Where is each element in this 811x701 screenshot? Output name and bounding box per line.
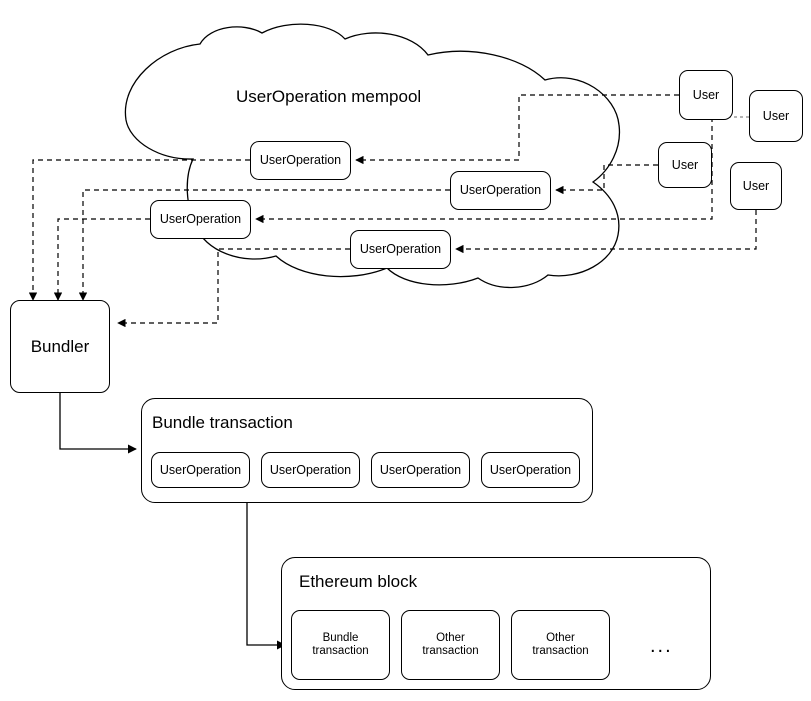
user-node-2-label: User [762, 108, 790, 123]
bundler-node[interactable]: Bundler [10, 300, 110, 393]
link-user4-to-userop4 [455, 210, 757, 254]
mempool-userop-1[interactable]: UserOperation [250, 141, 351, 180]
user-node-2[interactable]: User [749, 90, 803, 142]
user-node-3-label: User [671, 157, 699, 172]
block-tx-bundle[interactable]: Bundle transaction [291, 610, 390, 680]
block-tx-other-1-line2: transaction [422, 645, 479, 657]
bundle-userop-1[interactable]: UserOperation [151, 452, 250, 488]
bundle-userop-4[interactable]: UserOperation [481, 452, 580, 488]
bundle-userop-2-label: UserOperation [269, 462, 352, 477]
mempool-userop-3-label: UserOperation [159, 212, 242, 227]
user-node-1[interactable]: User [679, 70, 733, 120]
ethereum-block-title: Ethereum block [299, 572, 418, 591]
link-user3-to-userop2 [555, 164, 658, 195]
link-bundler-to-bundle-transaction [59, 393, 137, 454]
block-tx-bundle-line2: transaction [312, 645, 369, 657]
bundle-userop-2[interactable]: UserOperation [261, 452, 360, 488]
block-tx-other-1[interactable]: Other transaction [401, 610, 500, 680]
bundle-userop-3-label: UserOperation [379, 462, 462, 477]
user-node-3[interactable]: User [658, 142, 712, 188]
link-userop4-to-bundler [117, 248, 350, 328]
mempool-title: UserOperation mempool [236, 87, 422, 106]
link-userop3-to-bundler [53, 218, 150, 301]
block-tx-other-1-line1: Other [436, 631, 465, 644]
mempool-userop-1-label: UserOperation [259, 153, 342, 168]
bundle-userop-3[interactable]: UserOperation [371, 452, 470, 488]
mempool-userop-2-label: UserOperation [459, 183, 542, 198]
block-tx-other-2-line2: transaction [532, 645, 589, 657]
link-bundle-transaction-to-block [246, 503, 286, 650]
user-node-4-label: User [742, 178, 770, 193]
bundler-label: Bundler [30, 336, 90, 356]
mempool-userop-4-label: UserOperation [359, 242, 442, 257]
mempool-userop-2[interactable]: UserOperation [450, 171, 551, 210]
bundle-userop-1-label: UserOperation [159, 462, 242, 477]
mempool-userop-4[interactable]: UserOperation [350, 230, 451, 269]
bundle-userop-4-label: UserOperation [489, 462, 572, 477]
block-tx-bundle-line1: Bundle [322, 631, 359, 644]
block-more-ellipsis: ... [650, 635, 673, 657]
block-tx-other-2-line1: Other [546, 631, 575, 644]
block-tx-other-2[interactable]: Other transaction [511, 610, 610, 680]
user-node-4[interactable]: User [730, 162, 782, 210]
mempool-userop-3[interactable]: UserOperation [150, 200, 251, 239]
bundle-transaction-title: Bundle transaction [152, 413, 293, 432]
user-node-1-label: User [692, 87, 720, 102]
